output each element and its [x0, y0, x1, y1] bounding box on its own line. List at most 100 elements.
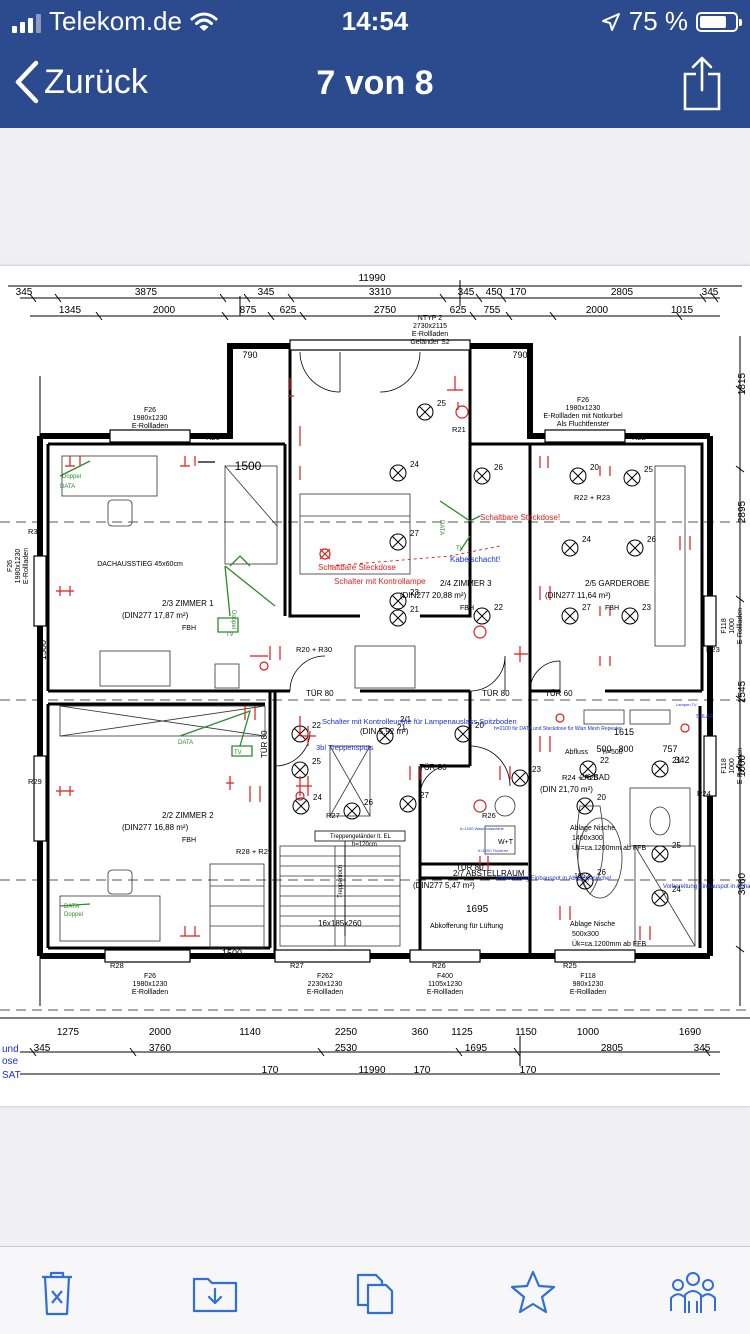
ceiling-light-icon [651, 889, 669, 907]
fixture-number: 21 [410, 605, 419, 614]
ceiling-light-icon [579, 760, 597, 778]
ceiling-light-icon [473, 607, 491, 625]
contacts-button[interactable] [668, 1267, 718, 1317]
dim-top-row2: 875 [240, 305, 257, 316]
window-type: F118 [721, 758, 728, 774]
ceiling-light-icon [291, 761, 309, 779]
red-annotation: Schaltbare Steckdose! [480, 513, 560, 522]
room-area: (DIN 21,70 m²) [540, 785, 593, 794]
fixture-number: 20 [597, 793, 606, 802]
dim-top-row1: 170 [510, 287, 527, 298]
window-size: 1105x1230 [428, 981, 462, 988]
tv-data-outlets [59, 460, 481, 907]
fixture-number: 24 [672, 885, 681, 894]
plan-note: DACHAUSSTIEG 45x60cm [97, 561, 183, 568]
favorite-button[interactable] [508, 1267, 558, 1317]
dim-top-row2: 1345 [59, 305, 82, 316]
outer-walls [37, 343, 713, 959]
ceiling-light-icon [621, 607, 639, 625]
window-note: E-Rollladen [23, 548, 30, 584]
window-type: F26 [577, 397, 589, 404]
green-annotation: TV [234, 750, 242, 756]
fixture-number: 25 [312, 757, 321, 766]
plan-note: Ablage Nische [570, 825, 615, 832]
green-annotation: TV [456, 546, 464, 552]
plan-note: Ablage Nische [570, 921, 615, 928]
ceiling-light-icon [511, 769, 529, 787]
roller-shutter-label: R28 + R29 [236, 847, 272, 856]
plan-note: Ük=ca.1200mm ab FFB [572, 844, 646, 852]
dim-bottom-row2: 2530 [335, 1043, 358, 1054]
fixture-number: 23 [532, 765, 541, 774]
window-type: F400 [437, 973, 453, 980]
ceiling-light-icon [626, 539, 644, 557]
dim-overall-top: 11990 [358, 273, 386, 284]
window-size: 1980x1230 [566, 405, 601, 412]
window-size: 1000 [729, 758, 736, 774]
green-annotation: DATA [178, 740, 193, 746]
door-swings [274, 351, 561, 797]
dim-top-row1: 345 [458, 287, 475, 298]
electrical-outlets [56, 376, 691, 940]
delete-button[interactable] [32, 1267, 82, 1317]
battery-icon [696, 11, 742, 32]
back-button[interactable]: Zurück [14, 60, 148, 104]
fixture-number: 21 [397, 723, 406, 732]
door-label: TÜR 80 [482, 689, 510, 698]
dim-misc: 800 [618, 744, 633, 754]
window-note: E-Rollladen [132, 989, 168, 996]
window-size: 1980x1230 [133, 415, 168, 422]
window-size: 2230x1230 [308, 981, 343, 988]
dim-side: 2895 [737, 500, 748, 523]
back-label: Zurück [44, 62, 148, 101]
ceiling-light-icon [389, 464, 407, 482]
dim-bottom-row1: 1690 [679, 1027, 702, 1038]
roller-shutter-label: R30 [28, 527, 42, 536]
move-button[interactable] [190, 1267, 240, 1317]
dim-top-row2: 625 [280, 305, 297, 316]
status-bar: Telekom.de 14:54 75 % [0, 0, 750, 40]
ceiling-light-icon [651, 760, 669, 778]
ceiling-light-icon [389, 592, 407, 610]
door-label: TÜR 80 [419, 763, 447, 772]
ceiling-light-icon [389, 533, 407, 551]
roller-shutter-label: R20 + R30 [296, 645, 332, 654]
ceiling-light-fixtures [291, 403, 669, 907]
window-type: F118 [721, 618, 728, 634]
window-note: E-Rollladen [570, 989, 606, 996]
stair-rail: Treppengeländer lt. EL [330, 834, 391, 840]
door-label: TÜR 60 [545, 689, 573, 698]
window-type: F118 [580, 973, 596, 980]
copy-button[interactable] [350, 1267, 400, 1317]
blue-annotation: h=1200 Trockner [478, 848, 509, 853]
favorite-star-icon [510, 1270, 556, 1314]
dim-bottom-row3: 170 [414, 1065, 431, 1076]
plan-note: Abkofferung für Lüftung [430, 923, 503, 930]
window-note: E-Rollladen [737, 608, 744, 644]
blue-annotation: h=2100 für DATA und Steckdose für Wlan M… [494, 726, 622, 732]
switch-wiring [329, 545, 501, 567]
green-annotation: DATA [60, 484, 75, 490]
dim-side: 3060 [737, 872, 748, 895]
share-button[interactable] [682, 56, 722, 117]
share-icon [683, 56, 721, 111]
window-type: F26 [7, 560, 14, 572]
room-name: 2/5 GARDEROBE [585, 579, 649, 588]
roller-shutter-label: R21 [452, 425, 466, 434]
red-annotation: Schaltbare Steckdose [318, 563, 396, 572]
dim-bottom-row1: 360 [412, 1027, 429, 1038]
status-time: 14:54 [341, 6, 409, 36]
fixture-number: 27 [582, 603, 591, 612]
roller-shutter-label: R25 [563, 961, 577, 970]
furniture [59, 455, 696, 949]
dim-misc: 1500 [235, 459, 262, 473]
window-size: 2730x2115 [413, 323, 447, 330]
left-edge-label: SAT [2, 1070, 21, 1081]
dim-misc: 757 [662, 744, 677, 754]
window-type: NTYP 2 [418, 315, 442, 322]
blue-annotation: Lampen TV [676, 702, 697, 707]
fixture-number: 25 [672, 841, 681, 850]
